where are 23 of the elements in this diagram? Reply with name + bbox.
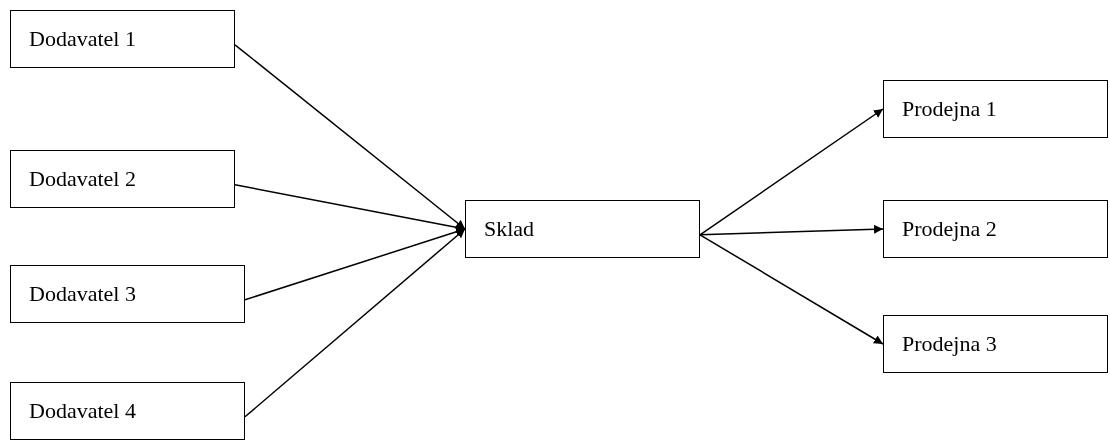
process-box xyxy=(883,200,1108,258)
box-label: Prodejna 3 xyxy=(902,331,997,357)
process-box xyxy=(10,150,235,208)
arrow xyxy=(244,228,466,418)
process-box xyxy=(10,10,235,68)
arrow xyxy=(699,108,884,236)
arrow xyxy=(234,44,466,230)
process-box xyxy=(465,200,700,258)
box-label: Dodavatel 2 xyxy=(29,166,136,192)
box-label: Dodavatel 3 xyxy=(29,281,136,307)
box-label: Prodejna 2 xyxy=(902,216,997,242)
box-label: Prodejna 1 xyxy=(902,96,997,122)
process-box xyxy=(10,265,245,323)
arrow xyxy=(699,224,884,236)
box-label: Dodavatel 1 xyxy=(29,26,136,52)
arrow xyxy=(234,184,466,232)
box-label: Dodavatel 4 xyxy=(29,398,136,424)
arrow xyxy=(699,234,884,345)
process-box xyxy=(883,315,1108,373)
process-box xyxy=(883,80,1108,138)
process-box xyxy=(10,382,245,440)
box-label: Sklad xyxy=(484,216,535,242)
arrow xyxy=(244,227,466,301)
